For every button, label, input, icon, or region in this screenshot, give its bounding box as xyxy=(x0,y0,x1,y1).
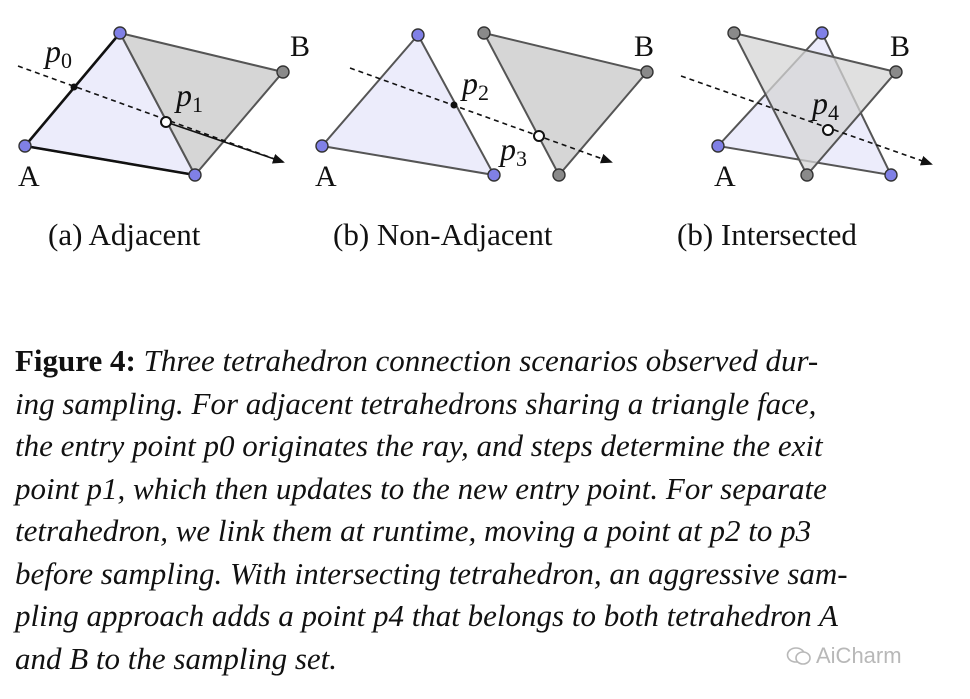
subcaption-adjacent: (a) Adjacent xyxy=(48,217,201,252)
figure-diagram: p0 p1 A B (a) Adjacent p2 p3 A B (b) Non… xyxy=(17,26,933,252)
point-p1 xyxy=(160,116,172,128)
caption-line: point p1, which then updates to the new … xyxy=(15,470,827,506)
tetrahedron-b xyxy=(482,31,649,177)
ray-arrow xyxy=(165,121,285,164)
vertex-b xyxy=(640,65,654,79)
vertex-b xyxy=(889,65,903,79)
caption-line: pling approach adds a point p4 that belo… xyxy=(15,598,838,633)
caption-line: and B to the sampling set. xyxy=(15,640,338,676)
caption-line: ing sampling. For adjacent tetrahedrons … xyxy=(15,385,817,421)
caption-line: before sampling. With intersecting tetra… xyxy=(15,555,848,591)
caption-label: Figure 4: xyxy=(15,343,136,378)
caption-line: the entry point p0 originates the ray, a… xyxy=(15,428,823,463)
tetrahedron-a xyxy=(320,33,496,177)
ray xyxy=(680,75,933,166)
point-p4 xyxy=(822,124,834,136)
caption-line: tetrahedron, we link them at runtime, mo… xyxy=(15,513,812,548)
label-vertex-b: B xyxy=(634,30,654,63)
subcaption-intersected: (b) Intersected xyxy=(677,217,857,252)
ray xyxy=(17,65,284,163)
vertex-b xyxy=(276,65,290,79)
label-vertex-a: A xyxy=(315,160,337,193)
point-p0 xyxy=(70,83,78,91)
vertex-a xyxy=(411,28,425,42)
chat-bubble-icon xyxy=(786,647,811,665)
vertex-a xyxy=(711,139,725,153)
panel-adjacent: p0 p1 A B (a) Adjacent xyxy=(17,26,310,252)
vertex-b xyxy=(552,168,566,182)
vertex-a xyxy=(815,26,829,40)
edge xyxy=(24,144,196,177)
tetrahedron-b xyxy=(118,31,285,177)
vertex-b xyxy=(800,168,814,182)
label-p2: p2 xyxy=(460,65,489,105)
label-vertex-b: B xyxy=(290,30,310,63)
ray xyxy=(349,67,613,164)
label-vertex-b: B xyxy=(890,30,910,63)
panel-non-adjacent: p2 p3 A B (b) Non-Adjacent xyxy=(315,26,654,252)
label-p3: p3 xyxy=(498,131,527,171)
caption-line: Figure 4: Three tetrahedron connection s… xyxy=(15,340,955,383)
subcaption-non-adjacent: (b) Non-Adjacent xyxy=(333,217,553,252)
vertex-a xyxy=(315,139,329,153)
watermark: AiCharm xyxy=(786,643,902,669)
vertex-a xyxy=(884,168,898,182)
point-p3 xyxy=(533,130,545,142)
panel-intersected: p4 A B (b) Intersected xyxy=(677,26,933,252)
vertex-a xyxy=(487,168,501,182)
watermark-text: AiCharm xyxy=(816,643,902,668)
label-p1: p1 xyxy=(174,77,203,117)
caption-text: Three tetrahedron connection scenarios o… xyxy=(143,343,819,378)
vertex-b xyxy=(477,26,491,40)
vertex-b xyxy=(727,26,741,40)
vertex-shared xyxy=(113,26,127,40)
label-vertex-a: A xyxy=(714,160,736,193)
label-vertex-a: A xyxy=(18,160,40,193)
figure-caption: Figure 4: Three tetrahedron connection s… xyxy=(15,340,955,680)
label-p4: p4 xyxy=(810,85,839,125)
point-p2 xyxy=(450,101,458,109)
label-p0: p0 xyxy=(43,33,72,73)
vertex-shared xyxy=(188,168,202,182)
vertex-a xyxy=(18,139,32,153)
tetrahedron-b xyxy=(732,31,898,177)
